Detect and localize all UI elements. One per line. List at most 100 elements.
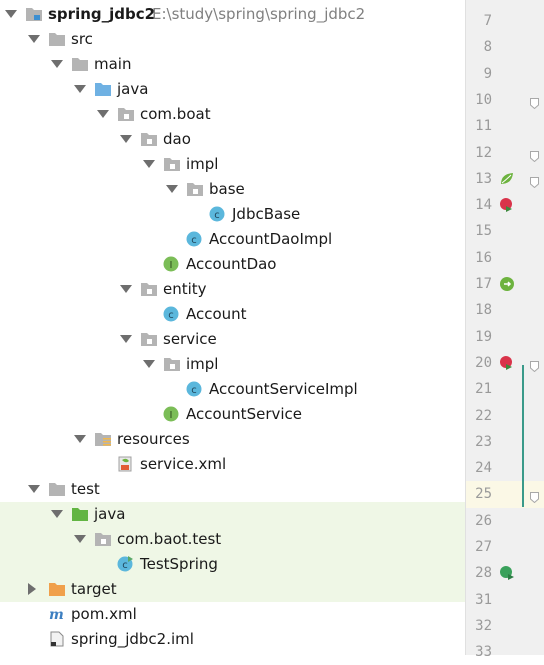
tree-item-label: main: [94, 55, 132, 73]
tree-row[interactable]: c AccountServiceImpl: [0, 377, 465, 402]
expand-arrow-icon[interactable]: [166, 185, 178, 193]
tree-item-label: test: [71, 480, 100, 498]
implemented-method-icon[interactable]: [499, 197, 515, 213]
tree-row[interactable]: src: [0, 27, 465, 52]
line-number: 26: [475, 512, 492, 529]
svg-text:I: I: [170, 410, 173, 421]
tree-item-label: spring_jdbc2.iml: [71, 630, 194, 648]
tree-row[interactable]: m pom.xml: [0, 602, 465, 627]
expand-arrow-icon[interactable]: [120, 135, 132, 143]
collapse-arrow-icon[interactable]: [28, 583, 36, 595]
line-number: 9: [483, 65, 492, 82]
tree-row[interactable]: test: [0, 477, 465, 502]
line-number: 13: [475, 170, 492, 187]
tree-item-label: entity: [163, 280, 207, 298]
implemented-method-icon[interactable]: [499, 355, 515, 371]
tree-row[interactable]: c JdbcBase: [0, 202, 465, 227]
package-icon: [186, 181, 204, 197]
expand-arrow-icon[interactable]: [74, 535, 86, 543]
line-number: 18: [475, 302, 492, 319]
expand-arrow-icon[interactable]: [28, 35, 40, 43]
tree-item-label: java: [117, 80, 149, 98]
svg-text:c: c: [191, 385, 197, 396]
expand-arrow-icon[interactable]: [120, 285, 132, 293]
fold-marker-icon[interactable]: [530, 174, 539, 188]
line-number: 7: [483, 13, 492, 29]
run-test-icon[interactable]: [499, 565, 515, 581]
tree-row[interactable]: service.xml: [0, 452, 465, 477]
expand-arrow-icon[interactable]: [5, 10, 17, 18]
line-number: 14: [475, 197, 492, 214]
line-number: 24: [475, 460, 492, 477]
svg-text:c: c: [214, 210, 220, 221]
tree-item-label: JdbcBase: [232, 205, 301, 223]
svg-text:I: I: [170, 260, 173, 271]
expand-arrow-icon[interactable]: [74, 85, 86, 93]
fold-marker-icon[interactable]: [530, 489, 539, 504]
tree-row[interactable]: java: [0, 502, 465, 527]
expand-arrow-icon[interactable]: [120, 335, 132, 343]
tree-row[interactable]: main: [0, 52, 465, 77]
source-root-icon: [94, 81, 112, 97]
tree-row[interactable]: com.boat: [0, 102, 465, 127]
tree-row[interactable]: spring_jdbc2.iml: [0, 627, 465, 652]
fold-marker-icon[interactable]: [530, 358, 539, 373]
tree-item-label: AccountDaoImpl: [209, 230, 333, 248]
svg-text:c: c: [168, 310, 174, 321]
package-icon: [163, 156, 181, 172]
svg-text:c: c: [191, 235, 197, 246]
tree-row[interactable]: target: [0, 577, 465, 602]
spring-autowired-icon[interactable]: [499, 276, 515, 292]
line-number: 17: [475, 276, 492, 292]
expand-arrow-icon[interactable]: [51, 60, 63, 68]
tree-row[interactable]: service: [0, 327, 465, 352]
tree-item-label: base: [209, 180, 245, 198]
expand-arrow-icon[interactable]: [143, 160, 155, 168]
tree-row[interactable]: base: [0, 177, 465, 202]
tree-item-label: pom.xml: [71, 605, 137, 623]
tree-row[interactable]: entity: [0, 277, 465, 302]
line-number: 12: [475, 144, 492, 161]
folder-icon: [71, 56, 89, 72]
fold-marker-icon[interactable]: [530, 148, 539, 162]
expand-arrow-icon[interactable]: [97, 110, 109, 118]
fold-marker-icon[interactable]: [530, 95, 539, 110]
interface-icon: I: [163, 406, 181, 422]
line-number: 22: [475, 407, 492, 424]
tree-item-label: impl: [186, 155, 219, 173]
tree-row[interactable]: dao: [0, 127, 465, 152]
line-number: 16: [475, 249, 492, 266]
tree-item-label: AccountServiceImpl: [209, 380, 358, 398]
line-number: 19: [475, 328, 492, 345]
spring-bean-icon[interactable]: [499, 171, 515, 187]
expand-arrow-icon[interactable]: [51, 510, 63, 518]
tree-item-label: impl: [186, 355, 219, 373]
tree-row[interactable]: impl: [0, 152, 465, 177]
module-folder-icon: [25, 6, 43, 22]
line-number: 23: [475, 433, 492, 450]
expand-arrow-icon[interactable]: [143, 360, 155, 368]
line-number: 27: [475, 539, 492, 555]
expand-arrow-icon[interactable]: [74, 435, 86, 443]
interface-icon: I: [163, 256, 181, 272]
tree-row[interactable]: resources: [0, 427, 465, 452]
maven-icon: m: [48, 606, 66, 623]
expand-arrow-icon[interactable]: [28, 485, 40, 493]
tree-row[interactable]: c AccountDaoImpl: [0, 227, 465, 252]
tree-row[interactable]: java: [0, 77, 465, 102]
tree-item-label: com.baot.test: [117, 530, 222, 548]
tree-row[interactable]: com.baot.test: [0, 527, 465, 552]
tree-row[interactable]: impl: [0, 352, 465, 377]
tree-item-label: target: [71, 580, 117, 598]
line-number: 21: [475, 381, 492, 398]
vcs-change-marker[interactable]: [522, 365, 524, 507]
line-number: 8: [483, 39, 492, 56]
package-icon: [94, 531, 112, 547]
class-icon: c: [209, 206, 227, 222]
